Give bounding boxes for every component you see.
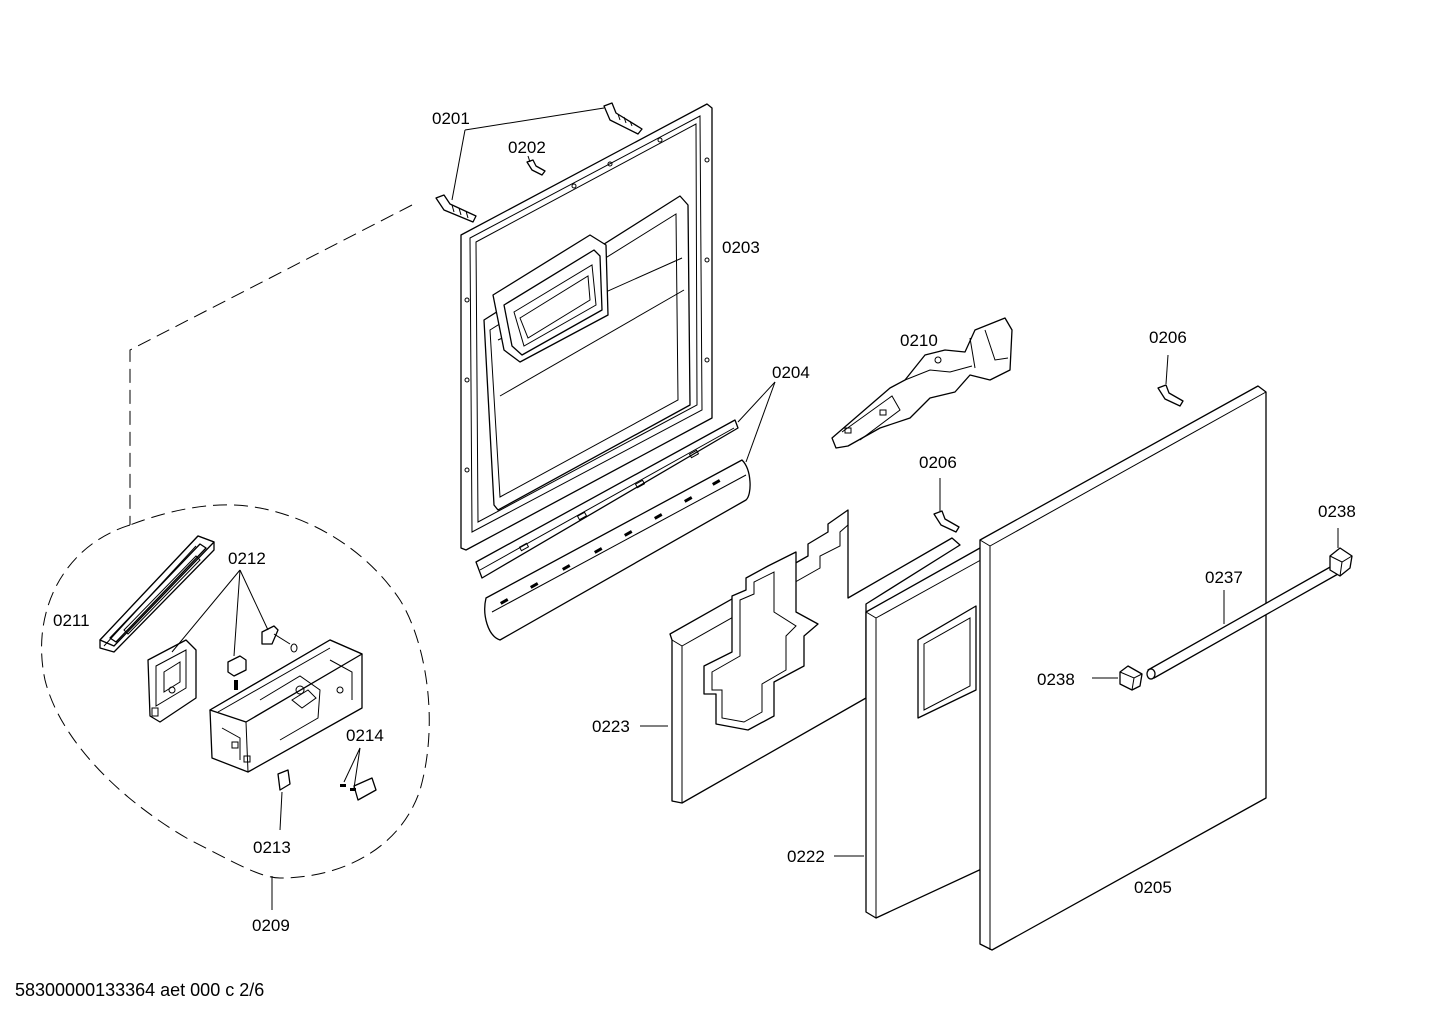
- label-0204: 0204: [772, 363, 810, 382]
- decor-panel-0205: [979, 385, 1267, 951]
- cap-0238-left: [1119, 665, 1143, 691]
- label-0212: 0212: [228, 549, 266, 568]
- drawing-number-footer: 58300000133364 aet 000 c 2/6: [15, 980, 265, 1000]
- label-0223: 0223: [592, 717, 630, 736]
- control-module-housing: [209, 639, 363, 773]
- label-0209: 0209: [252, 916, 290, 935]
- label-0211: 0211: [53, 611, 90, 630]
- label-0210: 0210: [900, 331, 938, 350]
- door-strip-0204: [475, 419, 751, 641]
- label-0238-right: 0238: [1318, 502, 1356, 521]
- cap-0238-right: [1329, 547, 1353, 577]
- label-0205: 0205: [1134, 878, 1172, 897]
- screw-0201-left: [435, 194, 477, 223]
- screw-0202: [526, 159, 546, 176]
- label-0202: 0202: [508, 138, 546, 157]
- label-0238-left: 0238: [1037, 670, 1075, 689]
- label-0203: 0203: [722, 238, 760, 257]
- panel-0222: [865, 547, 989, 919]
- screw-0206-top: [1157, 384, 1184, 407]
- label-0214: 0214: [346, 726, 384, 745]
- part-labels: 0201 0202 0203 0204 0210 0206 0206 0238 …: [53, 109, 1356, 935]
- label-0237: 0237: [1205, 568, 1243, 587]
- label-0206-top: 0206: [1149, 328, 1187, 347]
- screw-0206-mid: [933, 510, 960, 533]
- part-0213: [277, 769, 291, 791]
- screw-0201-top: [603, 102, 643, 135]
- insulation-panel-0223: [669, 509, 961, 804]
- control-panel-insert: [147, 639, 197, 723]
- part-0214: [340, 777, 377, 801]
- label-0222: 0222: [787, 847, 825, 866]
- bracket-0210: [831, 317, 1013, 449]
- label-0206-mid: 0206: [919, 453, 957, 472]
- label-0213: 0213: [253, 838, 291, 857]
- inner-door-panel-0203: [460, 103, 713, 551]
- frame-0211: [99, 535, 215, 653]
- switch-parts-0212: [227, 625, 298, 690]
- group-0209-outline: [41, 204, 430, 879]
- leader-lines: [171, 107, 1339, 910]
- label-0201: 0201: [432, 109, 470, 128]
